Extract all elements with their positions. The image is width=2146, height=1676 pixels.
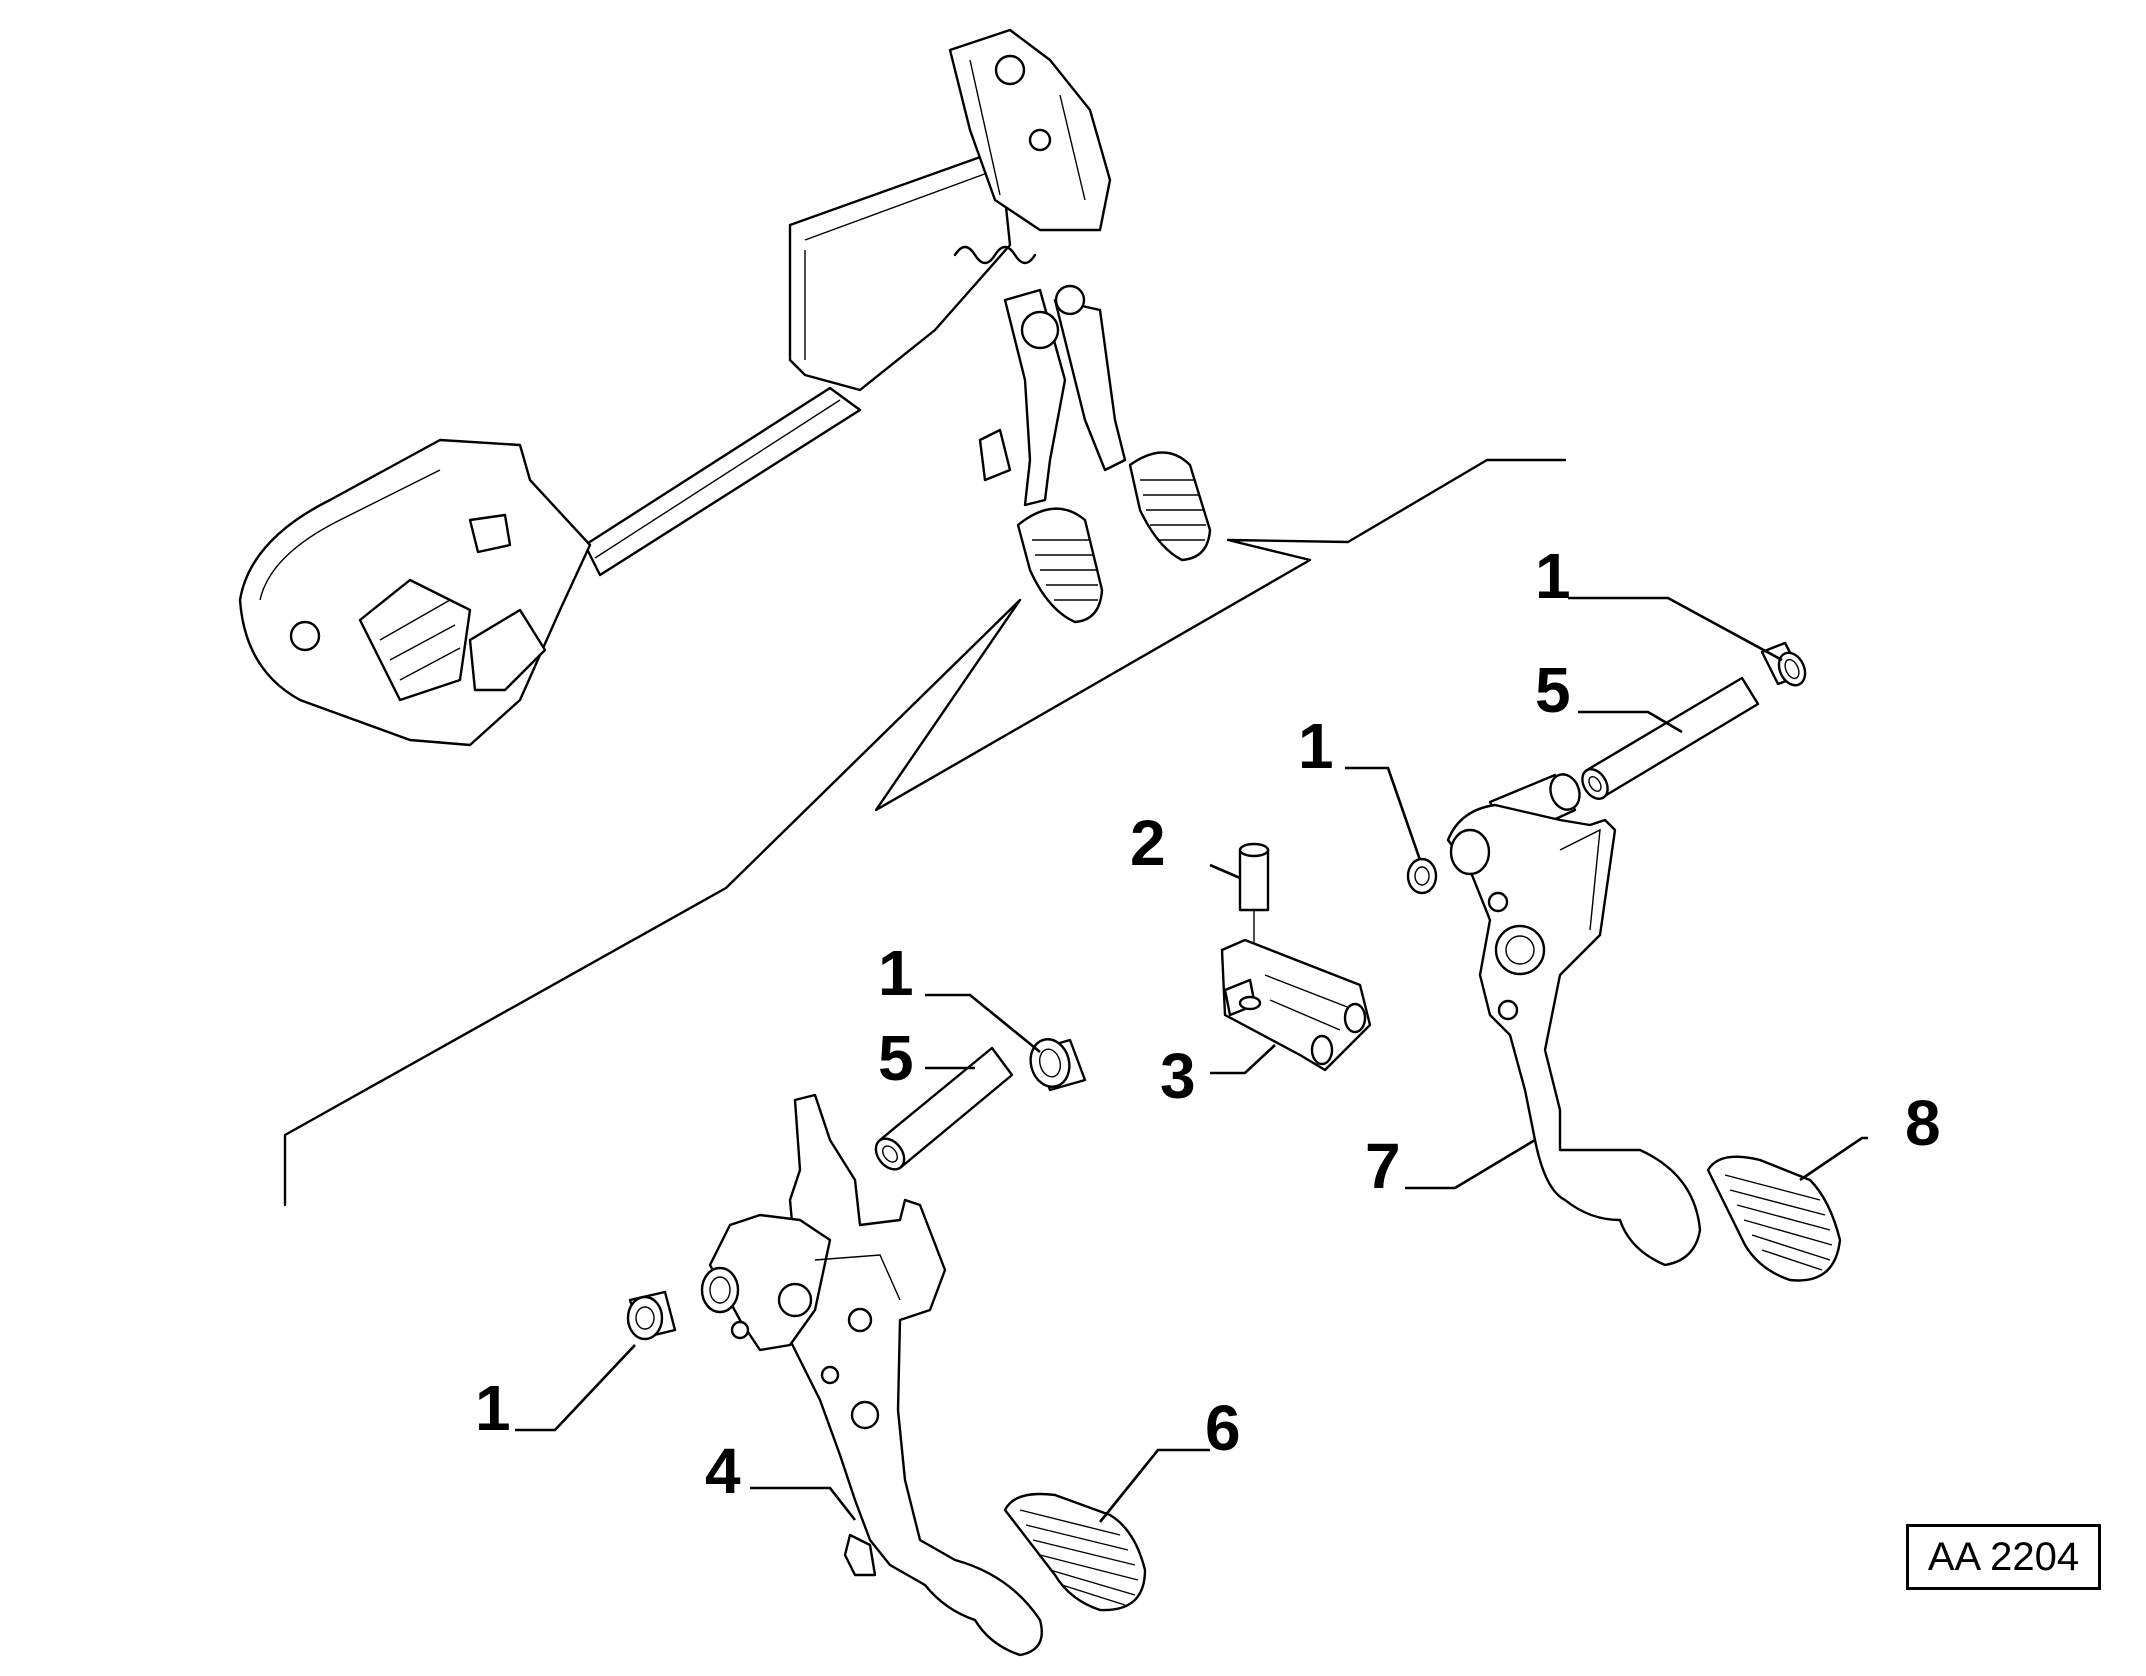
callout-5-top: 5 — [1535, 654, 1571, 726]
brake-pedal-part-7 — [1446, 773, 1702, 1267]
callout-3: 3 — [1160, 1040, 1196, 1112]
callout-5-left: 5 — [878, 1022, 914, 1094]
callout-1-left: 1 — [878, 937, 914, 1009]
callout-2: 2 — [1130, 807, 1166, 879]
reference-code-box: AA 2204 — [1906, 1524, 2101, 1590]
callout-1-top: 1 — [1535, 540, 1571, 612]
leader-line — [1209, 863, 1241, 880]
callout-7: 7 — [1365, 1130, 1401, 1202]
detail-callout-outline — [283, 458, 1567, 1207]
leader-line — [1210, 1044, 1276, 1075]
pivot-pin-part-5 — [1581, 676, 1760, 800]
bushing-part-1 — [1406, 857, 1438, 895]
pedal-pad-part-6 — [1003, 1492, 1147, 1612]
pedal-pad-part-8 — [1706, 1155, 1842, 1282]
bushing-part-1 — [1029, 1038, 1087, 1092]
leader-line — [1578, 710, 1683, 734]
leader-line — [1098, 1448, 1210, 1523]
leader-line — [1568, 596, 1783, 662]
pivot-pin-part-5 — [874, 1046, 1014, 1171]
leader-line — [750, 1486, 857, 1521]
reference-code: AA 2204 — [1927, 1534, 2080, 1579]
pedal-box-assembly — [238, 28, 1212, 747]
clevis-part-3 — [1220, 938, 1372, 1072]
leader-line — [1345, 766, 1422, 861]
leader-line — [1405, 1138, 1536, 1190]
callout-1-bottom: 1 — [475, 1372, 511, 1444]
bushing-part-1 — [1760, 641, 1807, 687]
leader-line — [515, 1344, 636, 1432]
callout-4: 4 — [705, 1435, 741, 1507]
leader-line — [925, 993, 1041, 1054]
bushing-part-1 — [626, 1290, 677, 1341]
callout-1-middle: 1 — [1298, 710, 1334, 782]
callout-6: 6 — [1205, 1392, 1241, 1464]
leader-line — [1799, 1136, 1868, 1182]
clutch-pedal-part-4 — [700, 1093, 1043, 1657]
callout-8: 8 — [1905, 1087, 1941, 1159]
